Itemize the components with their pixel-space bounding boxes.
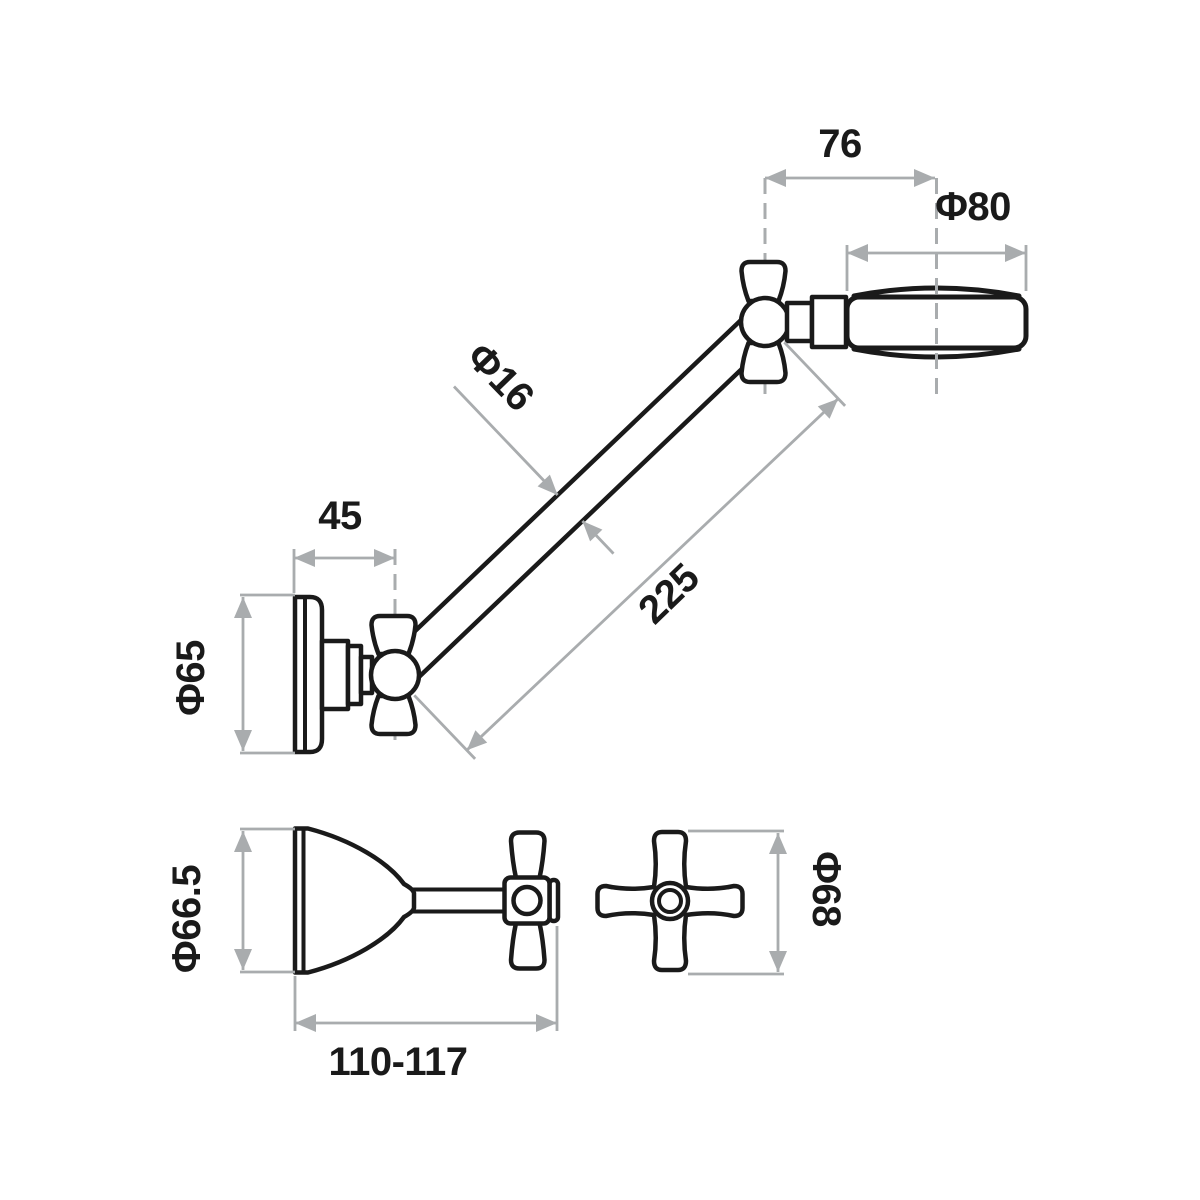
side-handle-bottom-blade xyxy=(508,920,547,971)
arrow-up-icon xyxy=(234,831,252,852)
bracket-connector-large xyxy=(319,638,351,712)
dim-label-valve-flange-diameter: Φ66.5 xyxy=(165,864,209,974)
hidden-center-lines xyxy=(393,178,767,746)
dim-bracket-projection xyxy=(292,549,395,593)
arrow-right-icon xyxy=(1005,244,1026,262)
wall-flange xyxy=(292,594,325,755)
arrow-up-right-icon xyxy=(817,398,839,419)
shower-head xyxy=(844,285,1029,360)
part-outlines xyxy=(292,259,1029,975)
arrow-right-icon xyxy=(914,169,935,187)
cross-handle-front-view xyxy=(595,829,745,973)
arrow-left-icon xyxy=(847,244,868,262)
arrow-down-right-icon xyxy=(537,474,558,495)
shower-head-body xyxy=(844,294,1029,351)
arrow-right-icon xyxy=(374,549,395,567)
arrow-left-icon xyxy=(294,549,315,567)
dim-label-head-diameter: Φ80 xyxy=(935,185,1011,229)
head-connector-small xyxy=(784,300,815,344)
dim-arm-diameter xyxy=(452,385,615,555)
dimension-lines xyxy=(234,169,1028,1032)
arrow-left-icon xyxy=(295,1014,316,1032)
shower-arm-tube xyxy=(380,306,780,691)
arrow-down-left-icon xyxy=(466,730,488,751)
dim-76 xyxy=(765,169,935,187)
head-connector-large xyxy=(809,294,849,350)
dim-label-valve-length: 110-117 xyxy=(328,1040,468,1084)
cross-handle-inner-circle xyxy=(657,888,683,914)
arrow-right-icon xyxy=(536,1014,557,1032)
dim-valve-length xyxy=(293,926,559,1032)
upper-knob-bottom-blade xyxy=(739,340,788,385)
valve-body-side-view xyxy=(292,826,561,975)
dim-valve-flange-diameter xyxy=(234,827,295,974)
arrow-up-icon xyxy=(234,597,252,618)
dim-label-wall-flange-diameter: Φ65 xyxy=(169,640,213,716)
dim-label-bracket-projection: 45 xyxy=(318,494,362,538)
side-handle-hub-circle xyxy=(511,884,543,917)
dim-label-head-offset: 76 xyxy=(818,122,862,166)
upper-swivel-knob xyxy=(738,259,792,385)
arrow-left-icon xyxy=(765,169,786,187)
lower-swivel-knob xyxy=(368,613,422,737)
side-handle-top-blade xyxy=(508,830,547,881)
dim-head-diameter xyxy=(845,244,1028,291)
lower-knob-hub xyxy=(368,648,422,702)
arrow-down-icon xyxy=(234,730,252,751)
dim-wall-flange-diameter xyxy=(234,593,295,755)
arrow-down-icon xyxy=(234,949,252,970)
dim-arm-length xyxy=(413,341,847,760)
upper-knob-top-blade xyxy=(739,259,788,304)
lower-knob-top-blade xyxy=(369,613,418,657)
upper-knob-hub xyxy=(738,295,792,349)
lower-knob-bottom-blade xyxy=(369,693,418,737)
dim-label-handle-diameter: Φ68 xyxy=(804,851,848,927)
valve-bell-flange xyxy=(292,826,417,975)
arrow-up-left-icon xyxy=(582,521,603,542)
arrow-up-icon xyxy=(769,833,787,854)
arrow-down-icon xyxy=(769,951,787,972)
dim-handle-diameter xyxy=(688,829,787,976)
